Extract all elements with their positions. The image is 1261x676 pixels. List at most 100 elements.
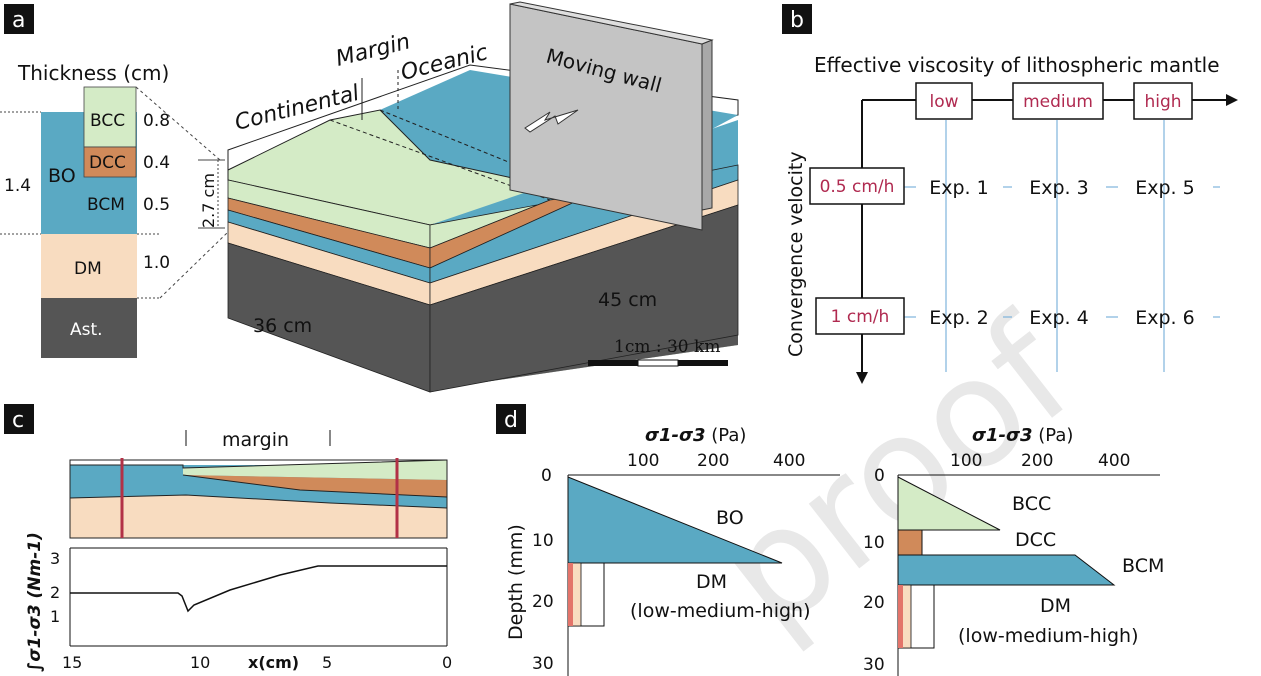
d-right-dcc-bar xyxy=(897,529,923,556)
c-xtick-0: 0 xyxy=(442,653,452,672)
panel-d: d Depth (mm) σ1-σ3 (Pa) 100 200 400 0 10… xyxy=(496,404,1164,676)
bcm-label: BCM xyxy=(87,195,125,215)
ast-label: Ast. xyxy=(70,320,103,340)
length-36-label: 36 cm xyxy=(253,315,312,337)
model-block xyxy=(227,64,739,393)
panel-d-letter-bg xyxy=(496,404,526,434)
dm-thickness: 1.0 xyxy=(143,253,170,273)
exp-1: Exp. 1 xyxy=(929,177,988,199)
vel-1-box xyxy=(815,297,905,335)
col-dm xyxy=(41,234,137,298)
d-right-dm-label: DM xyxy=(1040,595,1071,617)
d-left-bo-triangle xyxy=(567,476,783,564)
scale-bar-right xyxy=(678,360,728,366)
d-right-x400: 400 xyxy=(1098,451,1130,471)
d-left-plot: σ1-σ3 (Pa) 100 200 400 0 10 20 30 BO DM … xyxy=(532,425,840,676)
vel-1-label: 1 cm/h xyxy=(831,307,890,327)
exp-6: Exp. 6 xyxy=(1135,307,1194,329)
d-right-bcm-trap xyxy=(897,554,1116,586)
d-left-y0: 0 xyxy=(541,466,552,486)
dm-label: DM xyxy=(74,259,102,279)
panel-c: c margin 3 2 1 15 10 xyxy=(4,404,452,672)
c-ytick-2: 2 xyxy=(50,583,60,602)
c-xtick-5: 5 xyxy=(322,653,332,672)
d-left-dm-label: DM xyxy=(696,571,727,593)
col-dcc xyxy=(83,146,137,178)
dcc-thickness: 0.4 xyxy=(143,153,170,173)
bcm-thickness: 0.5 xyxy=(143,195,170,215)
d-left-xtitle: σ1-σ3 xyxy=(645,425,706,446)
y-arrow-icon xyxy=(856,372,868,384)
panel-b-letter: b xyxy=(790,8,804,33)
arrow-icon xyxy=(524,109,579,133)
bcc-label: BCC xyxy=(90,111,125,131)
total-thickness: 2.7 cm xyxy=(199,173,218,228)
col-ast xyxy=(41,298,137,358)
d-right-dcc-label: DCC xyxy=(1015,529,1056,551)
panel-a-letter: a xyxy=(12,8,25,33)
margin-text: margin xyxy=(222,429,289,451)
medium-label: medium xyxy=(1023,92,1093,112)
d-left-xunit: (Pa) xyxy=(706,425,747,446)
scale-bar-mid xyxy=(637,359,679,367)
x-arrow-icon xyxy=(1226,94,1238,106)
d-right-x100: 100 xyxy=(950,451,982,471)
viscosity-title: Effective viscosity of lithospheric mant… xyxy=(814,53,1220,77)
svg-text:σ1-σ3 (Pa): σ1-σ3 (Pa) xyxy=(972,425,1073,446)
d-ylabel: Depth (mm) xyxy=(505,524,527,640)
bo-thickness: 1.4 xyxy=(4,176,31,196)
d-left-dm-sub: (low-medium-high) xyxy=(630,600,811,622)
vel-0-5-box xyxy=(809,167,905,205)
high-box xyxy=(1133,82,1193,120)
d-right-xunit: (Pa) xyxy=(1033,425,1074,446)
exp-5: Exp. 5 xyxy=(1135,177,1194,199)
c-xtick-10: 10 xyxy=(190,653,210,672)
d-right-x200: 200 xyxy=(1021,451,1053,471)
scale-bar-left xyxy=(588,360,638,366)
d-left-x200: 200 xyxy=(697,451,729,471)
panel-c-letter: c xyxy=(12,408,24,433)
d-right-bcc-label: BCC xyxy=(1012,493,1051,515)
panel-b: b Effective viscosity of lithospheric ma… xyxy=(782,4,1238,384)
d-left-bo-label: BO xyxy=(716,507,744,529)
exp-3: Exp. 3 xyxy=(1029,177,1088,199)
vel-0-5-label: 0.5 cm/h xyxy=(820,177,895,197)
d-right-y0: 0 xyxy=(874,466,885,486)
bo-label: BO xyxy=(48,165,76,187)
d-left-y10: 10 xyxy=(532,531,554,551)
exp-4: Exp. 4 xyxy=(1029,307,1088,329)
velocity-axis-label: Convergence velocity xyxy=(785,151,807,357)
c-ytick-3: 3 xyxy=(50,549,60,568)
scale-label: 1cm : 30 km xyxy=(614,337,720,357)
d-right-y10: 10 xyxy=(863,533,885,553)
d-right-dm-low xyxy=(898,585,903,648)
low-label: low xyxy=(929,92,958,112)
c-xlabel: x(cm) xyxy=(248,653,299,672)
c-ytick-1: 1 xyxy=(50,607,60,626)
d-right-plot: σ1-σ3 (Pa) 100 200 400 0 10 20 30 BCC DC… xyxy=(863,425,1164,676)
medium-box xyxy=(1012,82,1104,120)
c-ylabel: ∫σ1-σ3 (Nm-1) xyxy=(25,532,45,672)
integral-curve xyxy=(70,565,447,613)
exp-2: Exp. 2 xyxy=(929,307,988,329)
d-right-y20: 20 xyxy=(863,593,885,613)
low-box xyxy=(915,82,973,120)
high-label: high xyxy=(1144,92,1181,112)
svg-text:σ1-σ3 (Pa): σ1-σ3 (Pa) xyxy=(645,425,746,446)
d-left-x400: 400 xyxy=(773,451,805,471)
d-right-dm-sub: (low-medium-high) xyxy=(958,625,1139,647)
d-right-bcm-label: BCM xyxy=(1122,555,1164,577)
panel-d-letter: d xyxy=(504,408,518,433)
panel-b-letter-bg xyxy=(782,4,812,34)
col-bcc xyxy=(83,86,137,148)
panel-a: a Thickness (cm) BCC 0.8 DCC 0.4 BO 1.4 … xyxy=(0,1,739,393)
d-right-y30: 30 xyxy=(863,655,885,675)
moving-wall xyxy=(509,1,714,231)
bcc-thickness: 0.8 xyxy=(143,111,170,131)
d-left-x100: 100 xyxy=(627,451,659,471)
panel-c-letter-bg xyxy=(4,404,34,434)
d-left-y20: 20 xyxy=(532,592,554,612)
d-right-xtitle: σ1-σ3 xyxy=(972,425,1033,446)
panel-a-letter-bg xyxy=(4,4,34,34)
